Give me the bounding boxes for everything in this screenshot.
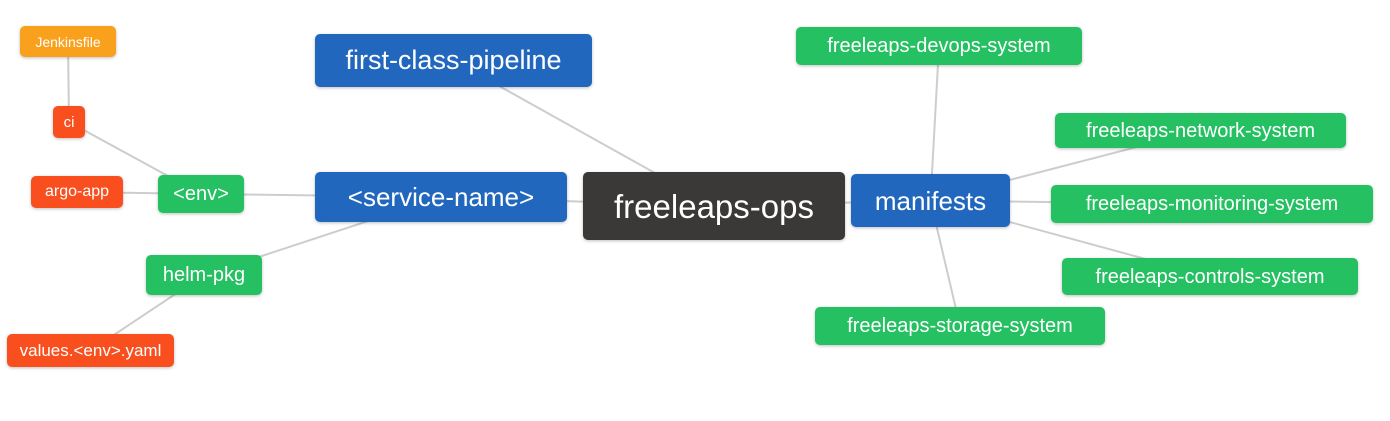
node-jenkinsfile[interactable]: Jenkinsfile xyxy=(20,26,116,57)
node-freeleaps-monitoring-system[interactable]: freeleaps-monitoring-system xyxy=(1051,185,1373,223)
node-first-class-pipeline[interactable]: first-class-pipeline xyxy=(315,34,592,87)
node-env[interactable]: <env> xyxy=(158,175,244,213)
node-freeleaps-devops-system[interactable]: freeleaps-devops-system xyxy=(796,27,1082,65)
node-manifests[interactable]: manifests xyxy=(851,174,1010,227)
node-ci[interactable]: ci xyxy=(53,106,85,138)
node-freeleaps-controls-system[interactable]: freeleaps-controls-system xyxy=(1062,258,1358,295)
node-freeleaps-storage-system[interactable]: freeleaps-storage-system xyxy=(815,307,1105,345)
node-freeleaps-ops[interactable]: freeleaps-ops xyxy=(583,172,845,240)
node-argo-app[interactable]: argo-app xyxy=(31,176,123,208)
node-values-env-yaml[interactable]: values.<env>.yaml xyxy=(7,334,174,367)
node-freeleaps-network-system[interactable]: freeleaps-network-system xyxy=(1055,113,1346,148)
node-helm-pkg[interactable]: helm-pkg xyxy=(146,255,262,295)
node-service-name[interactable]: <service-name> xyxy=(315,172,567,222)
